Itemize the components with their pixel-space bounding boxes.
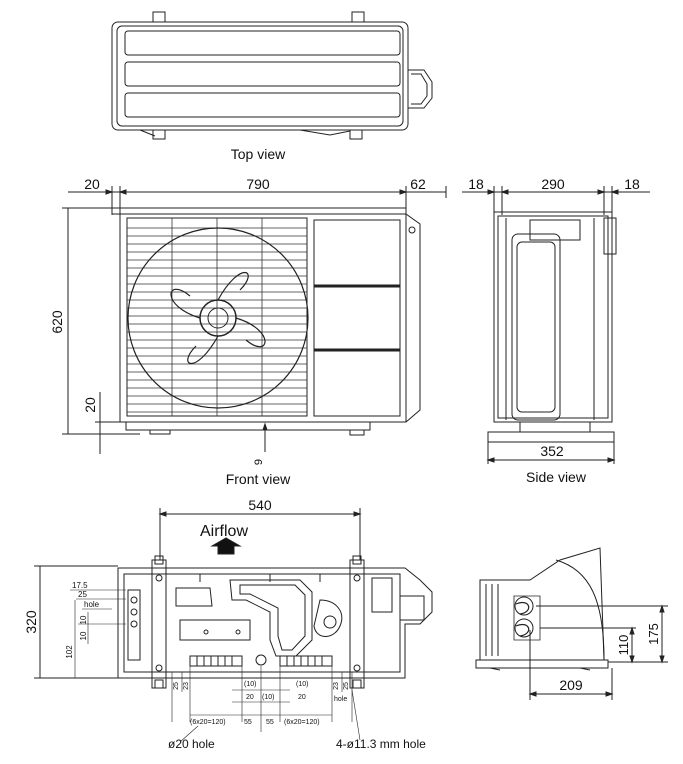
bottom-lower-annotations: 25 23 (10) 20 (10) (10) 20 23 25 hole (6… <box>168 681 426 751</box>
dim-20-right: 20 <box>298 694 306 701</box>
dim-55-right: 55 <box>266 719 274 726</box>
front-foot-height-dim: 20 <box>82 397 98 413</box>
side-right-offset-dim: 18 <box>624 176 640 192</box>
front-right-offset-dim: 62 <box>410 176 426 192</box>
bottom-span-dim: 540 <box>248 497 272 513</box>
bottom-left-annotations: 17.5 25 hole 10 10 102 <box>65 581 100 659</box>
front-height-dim: 620 <box>49 310 65 334</box>
dim-25: 25 <box>78 590 87 599</box>
dim-17-5: 17.5 <box>72 581 88 590</box>
dim-10-paren-left: (10) <box>244 681 256 688</box>
front-left-offset-dim: 20 <box>84 176 100 192</box>
dim-55-left: 55 <box>244 719 252 726</box>
detail-175-dim: 175 <box>646 623 661 645</box>
airflow-label: Airflow <box>200 523 248 540</box>
dim-10-b: 10 <box>79 631 88 640</box>
dim-6x20-left: (6x20=120) <box>190 719 226 726</box>
drain-holes-right <box>279 655 333 667</box>
detail-view: 110 175 209 <box>475 547 668 700</box>
mounting-hole-label: 4-ø11.3 mm hole <box>336 737 426 751</box>
dim-25-right: 25 <box>343 682 350 690</box>
side-base-depth-dim: 352 <box>540 443 564 459</box>
dim-25-left: 25 <box>173 682 180 690</box>
front-view-label: Front view <box>226 471 291 487</box>
dim-hole-right: hole <box>334 696 347 703</box>
dim-20-left: 20 <box>246 694 254 701</box>
dim-23-left: 23 <box>183 682 190 690</box>
detail-209-dim: 209 <box>559 677 583 693</box>
front-foot-gap-dim: 9 <box>253 459 265 465</box>
hole-20-label: ø20 hole <box>168 737 215 751</box>
dim-10-a: 10 <box>79 615 88 624</box>
side-view: 18 290 18 352 Side view <box>462 176 650 485</box>
side-depth-dim: 290 <box>541 176 565 192</box>
front-width-dim: 790 <box>246 176 270 192</box>
drain-holes-left <box>189 655 243 667</box>
dim-6x20-right: (6x20=120) <box>284 719 320 726</box>
bottom-depth-dim: 320 <box>23 610 39 634</box>
bottom-view: 540 Airflow 320 <box>23 497 433 751</box>
dim-23-right: 23 <box>333 682 340 690</box>
airflow-arrow-icon <box>210 537 242 555</box>
top-view: Top view <box>111 11 433 162</box>
dim-102: 102 <box>65 645 74 659</box>
detail-110-dim: 110 <box>616 635 631 656</box>
dim-hole-left: hole <box>84 600 100 609</box>
top-view-label: Top view <box>231 146 286 162</box>
front-view: 20 790 62 620 20 <box>49 176 447 487</box>
dim-10-paren-mid: (10) <box>262 694 274 701</box>
side-view-label: Side view <box>526 469 587 485</box>
side-left-offset-dim: 18 <box>468 176 484 192</box>
dim-10-paren-right: (10) <box>296 681 308 688</box>
